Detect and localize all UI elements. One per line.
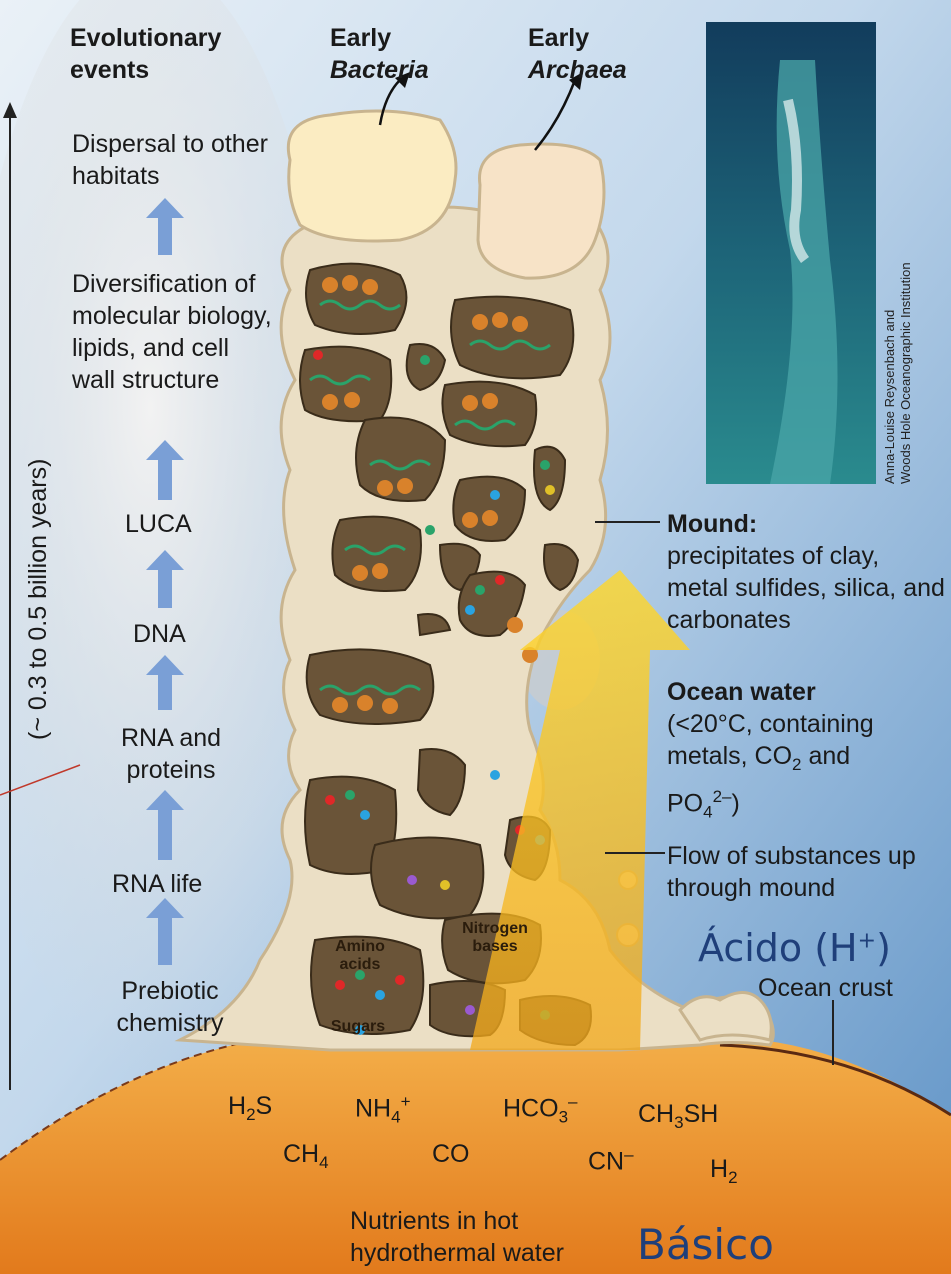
early-bacteria-label: Early Bacteria <box>330 22 460 86</box>
early-archaea-line1: Early <box>528 22 658 54</box>
early-bacteria-line2: Bacteria <box>330 54 460 86</box>
chem-ch3sh: CH3SH <box>638 1100 718 1133</box>
mound-annotation: Mound: precipitates of clay, metal sulfi… <box>667 508 947 636</box>
early-archaea-label: Early Archaea <box>528 22 658 86</box>
flow-annotation: Flow of substances up through mound <box>667 840 947 904</box>
early-archaea-line2: Archaea <box>528 54 658 86</box>
compartment <box>442 382 536 447</box>
early-archaea-cell <box>478 144 604 278</box>
compartment <box>451 297 573 379</box>
chem-co: CO <box>432 1140 470 1169</box>
event-luca: LUCA <box>125 508 192 540</box>
photo-credit: Anna-Louise Reysenbach and Woods Hole Oc… <box>882 262 914 484</box>
po4-superscript: 2– <box>713 787 732 806</box>
mound-title: Mound: <box>667 508 947 540</box>
compartment <box>371 838 483 919</box>
po4-subscript: 4 <box>703 802 712 821</box>
ocean-water-annotation: Ocean water (<20°C, containing metals, C… <box>667 676 947 828</box>
amino-acids-label: Amino acids <box>320 938 400 974</box>
ocean-water-line3: PO42–) <box>667 781 947 828</box>
acid-close: ) <box>876 926 891 970</box>
co2-and: and <box>802 742 851 770</box>
chem-cn: CN– <box>588 1145 634 1176</box>
po4-text: PO <box>667 789 703 817</box>
chem-ch4: CH4 <box>283 1140 329 1173</box>
acid-label: Ácido (H+) <box>698 926 891 970</box>
event-dispersal: Dispersal to other habitats <box>72 128 272 192</box>
photo-credit-line2: Woods Hole Oceanographic Institution <box>898 262 914 484</box>
co2-subscript: 2 <box>792 755 801 774</box>
mound-description: precipitates of clay, metal sulfides, si… <box>667 540 947 636</box>
acid-text: Ácido (H <box>698 926 858 970</box>
ocean-water-line1: (<20°C, containing <box>667 708 947 740</box>
po4-close: ) <box>732 789 740 817</box>
evolutionary-events-header: Evolutionary events <box>70 22 270 86</box>
timescale-label: (~ 0.3 to 0.5 billion years) <box>22 459 54 740</box>
event-dna: DNA <box>133 618 186 650</box>
photo-credit-line1: Anna-Louise Reysenbach and <box>882 262 898 484</box>
chem-nh4: NH4+ <box>355 1092 411 1127</box>
event-prebiotic: Prebiotic chemistry <box>100 975 240 1039</box>
ocean-crust-label: Ocean crust <box>758 972 893 1004</box>
chem-h2: H2 <box>710 1155 738 1188</box>
basic-label: Básico <box>637 1220 774 1269</box>
event-diversification: Diversification of molecular biology, li… <box>72 268 272 396</box>
event-rna-proteins: RNA and proteins <box>106 722 236 786</box>
ocean-water-title: Ocean water <box>667 676 947 708</box>
early-bacteria-cell <box>288 111 456 241</box>
co2-text: metals, CO <box>667 742 792 770</box>
sugars-label: Sugars <box>318 1018 398 1036</box>
chem-hco3: HCO3– <box>503 1092 578 1127</box>
event-rna-life: RNA life <box>112 868 202 900</box>
early-bacteria-line1: Early <box>330 22 460 54</box>
compartment <box>306 264 406 334</box>
nutrients-label: Nutrients in hot hydrothermal water <box>350 1205 620 1269</box>
chem-h2s: H2S <box>228 1092 272 1125</box>
acid-superscript: + <box>858 928 876 953</box>
compartment <box>453 477 525 541</box>
nitrogen-bases-label: Nitrogen bases <box>455 920 535 956</box>
ocean-water-line2: metals, CO2 and <box>667 740 947 781</box>
